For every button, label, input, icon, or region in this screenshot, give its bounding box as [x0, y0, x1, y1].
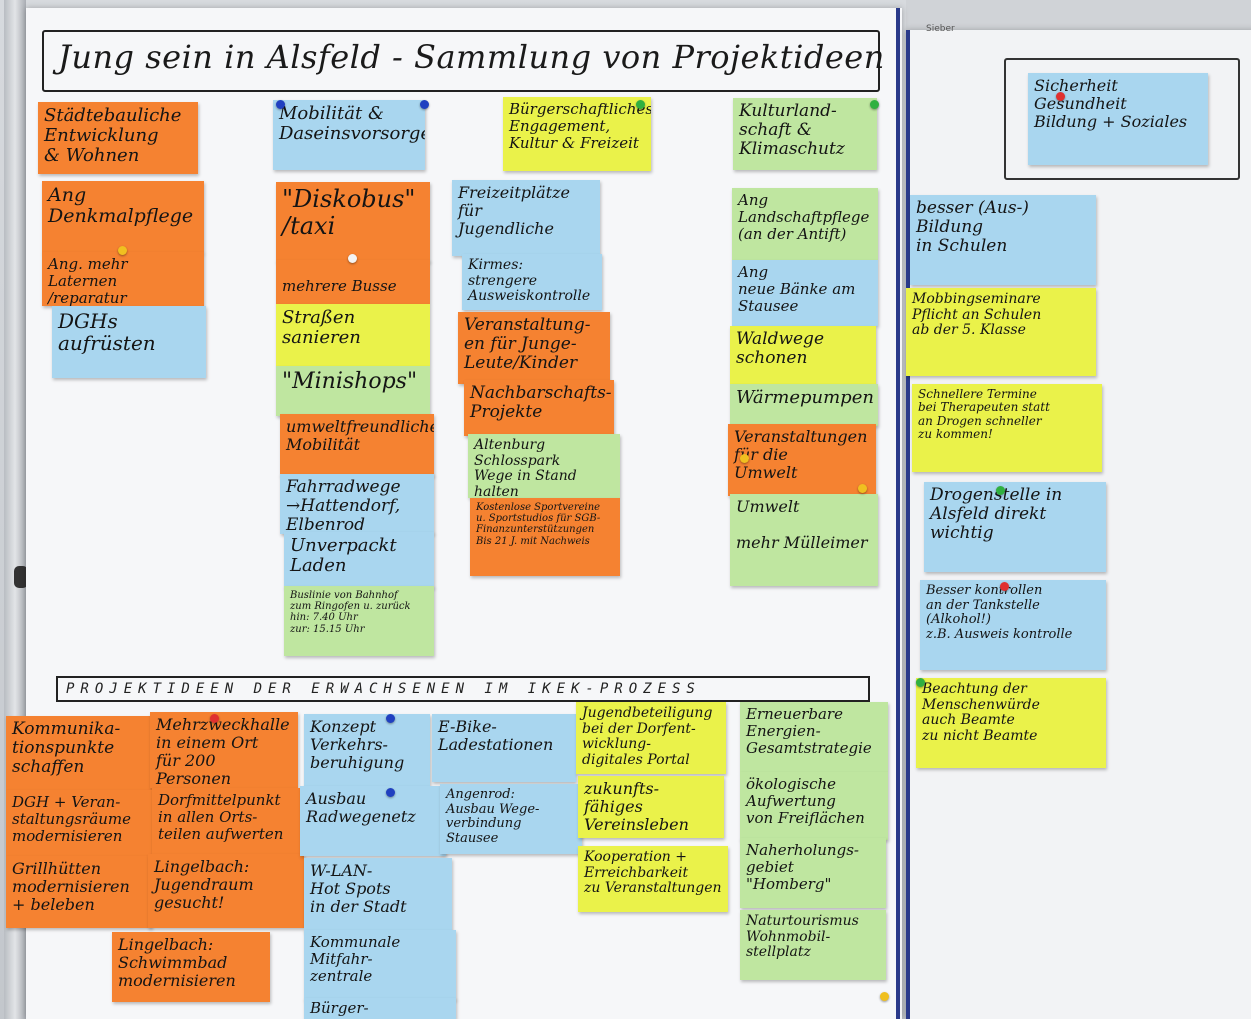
note-waermepumpen: Wärmepumpen	[730, 384, 878, 426]
pin-icon	[880, 992, 889, 1001]
pin-icon	[740, 454, 749, 463]
note-buerger: Bürger-	[304, 998, 456, 1019]
note-naturtourismus: Naturtourismus Wohnmobil- stellplatz	[740, 910, 886, 980]
note-mitfahrzentrale: Kommunale Mitfahr- zentrale	[304, 930, 456, 1000]
note-unverpackt: Unverpackt Laden	[284, 532, 434, 588]
note-buslinie: Buslinie von Bahnhof zum Ringofen u. zur…	[284, 586, 434, 656]
pin-icon	[996, 486, 1005, 495]
right-board-top	[906, 0, 1251, 30]
note-mobbing: Mobbingseminare Pflicht an Schulen ab de…	[906, 288, 1096, 376]
note-dgh-veranstaltung: DGH + Veran- staltungsräume modernisiere…	[6, 790, 154, 856]
note-freizeitplaetze: Freizeitplätze für Jugendliche	[452, 180, 600, 256]
pin-icon	[348, 254, 357, 263]
note-bildung-schulen: besser (Aus-) Bildung in Schulen	[910, 195, 1096, 285]
note-minishops: "Minishops"	[276, 366, 430, 416]
note-schlosspark: Altenburg Schlosspark Wege in Stand halt…	[468, 434, 620, 498]
pin-icon	[1056, 92, 1065, 101]
category-staedtebau: Städtebauliche Entwicklung & Wohnen	[38, 102, 198, 174]
pin-icon	[420, 100, 429, 109]
pin-icon	[118, 246, 127, 255]
note-tankstelle: Besser kontrollen an der Tankstelle (Alk…	[920, 580, 1106, 670]
note-grillhuetten: Grillhütten modernisieren + beleben	[6, 856, 152, 928]
pin-icon	[1000, 582, 1009, 591]
note-radwegenetz: Ausbau Radwegenetz	[300, 786, 446, 856]
pin-icon	[386, 714, 395, 723]
note-kommunikationspunkte: Kommunika- tionspunkte schaffen	[6, 716, 152, 790]
pin-icon	[276, 100, 285, 109]
note-menschenwuerde: Beachtung der Menschenwürde auch Beamte …	[916, 678, 1106, 768]
note-nachbarschaft: Nachbarschafts- Projekte	[464, 380, 614, 436]
note-schwimmbad: Lingelbach: Schwimmbad modernisieren	[112, 932, 270, 1002]
note-laternen: Ang. mehr Laternen /reparatur	[42, 252, 204, 306]
category-engagement: Bürgerschaftliches Engagement, Kultur & …	[503, 97, 651, 171]
note-wlan: W-LAN- Hot Spots in der Stadt	[304, 858, 452, 932]
section-header-erwachsene: PROJEKTIDEEN DER ERWACHSENEN IM IKEK-PRO…	[56, 676, 870, 702]
note-sportvereine: Kostenlose Sportvereine u. Sportstudios …	[470, 498, 620, 576]
category-kulturlandschaft: Kulturland- schaft & Klimaschutz	[733, 98, 877, 170]
note-vereinsleben: zukunfts- fähiges Vereinsleben	[578, 776, 724, 838]
pin-icon	[916, 678, 925, 687]
note-oekologisch: ökologische Aufwertung von Freiflächen	[740, 772, 888, 840]
note-fahrradwege: Fahrradwege →Hattendorf, Elbenrod	[280, 474, 434, 534]
note-naherholung: Naherholungs- gebiet "Homberg"	[740, 838, 886, 908]
note-jugendraum: Lingelbach: Jugendraum gesucht!	[148, 854, 304, 928]
note-verkehrsberuhigung: Konzept Verkehrs- beruhigung	[304, 714, 430, 786]
pin-icon	[210, 714, 219, 723]
pin-icon	[636, 100, 645, 109]
note-kooperation: Kooperation + Erreichbarkeit zu Veransta…	[578, 846, 728, 912]
board-edge-line	[896, 8, 900, 1019]
note-mehrzweckhalle: Mehrzweckhalle in einem Ort für 200 Pers…	[150, 712, 298, 788]
right-board-label: Sieber	[926, 24, 955, 34]
note-jugendbeteiligung: Jugendbeteiligung bei der Dorfent- wickl…	[576, 702, 726, 774]
note-erneuerbare: Erneuerbare Energien- Gesamtstrategie	[740, 702, 888, 772]
note-muelleimer: Umwelt mehr Mülleimer	[730, 494, 878, 586]
stand-knob	[14, 566, 28, 588]
note-umweltfreundlich: umweltfreundliche Mobilität	[280, 414, 434, 476]
note-ebike: E-Bike- Ladestationen	[432, 714, 576, 782]
note-drogenstelle: Drogenstelle in Alsfeld direkt wichtig	[924, 482, 1106, 572]
note-kirmes: Kirmes: strengere Ausweiskontrolle	[462, 254, 602, 310]
pin-icon	[386, 788, 395, 797]
page-title: Jung sein in Alsfeld - Sammlung von Proj…	[58, 38, 885, 76]
pin-icon	[870, 100, 879, 109]
note-denkmalpflege: Ang Denkmalpflege	[42, 181, 204, 253]
right-title-frame	[1004, 58, 1240, 180]
note-veranstaltungen-junge: Veranstaltung- en für Junge- Leute/Kinde…	[458, 312, 610, 384]
pin-icon	[858, 484, 867, 493]
title-frame	[42, 30, 880, 92]
category-mobilitaet: Mobilität & Daseinsvorsorge	[273, 100, 425, 170]
note-veranstaltungen-umwelt: Veranstaltungen für die Umwelt	[728, 424, 876, 496]
category-sicherheit: Sicherheit Gesundheit Bildung + Soziales	[1028, 73, 1208, 165]
note-busse: mehrere Busse	[276, 260, 430, 304]
note-dghs: DGHs aufrüsten	[52, 306, 206, 378]
note-baenke: Ang neue Bänke am Stausee	[732, 260, 878, 326]
note-therapeuten: Schnellere Termine bei Therapeuten statt…	[912, 384, 1102, 472]
note-strassen: Straßen sanieren	[276, 304, 430, 366]
note-waldwege: Waldwege schonen	[730, 326, 876, 384]
note-angenrod: Angenrod: Ausbau Wege- verbindung Stause…	[440, 784, 582, 854]
note-diskobus: "Diskobus" /taxi	[276, 182, 430, 262]
note-dorfmittelpunkt: Dorfmittelpunkt in allen Orts- teilen au…	[152, 788, 300, 856]
note-landschaftpflege: Ang Landschaftpflege (an der Antift)	[732, 188, 878, 260]
